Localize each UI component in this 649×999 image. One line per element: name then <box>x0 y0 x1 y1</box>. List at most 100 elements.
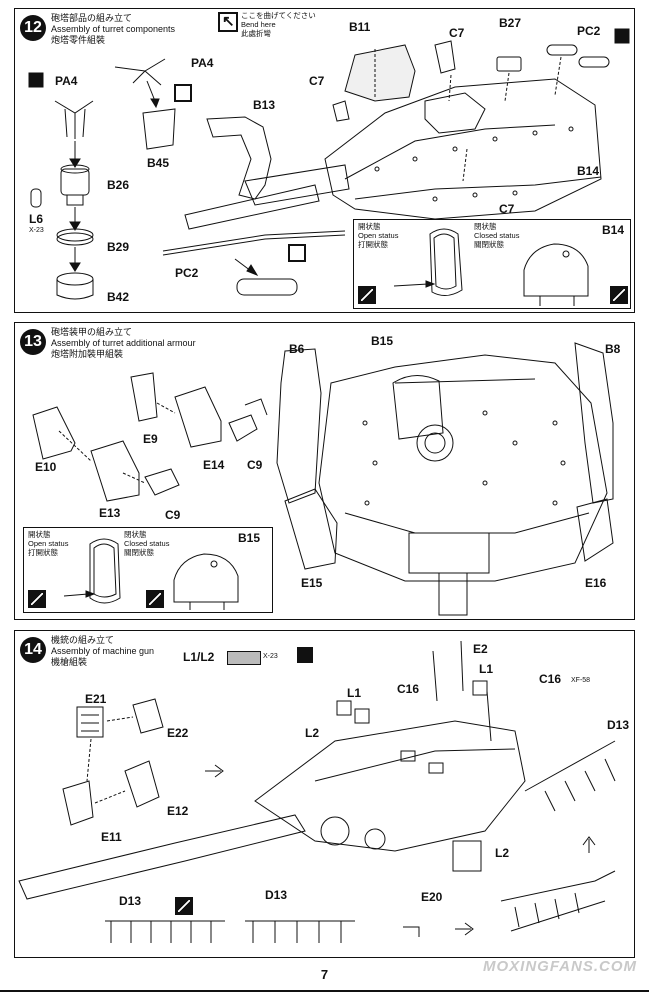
part-label-c9: C9 <box>247 458 263 472</box>
part-label-l1: L1 <box>479 662 494 676</box>
step-title-cn: 機槍組裝 <box>51 657 88 667</box>
part-label-l2: L2 <box>305 726 320 740</box>
paint-code: X-23 <box>29 227 44 234</box>
part-label-pa4: PA4 <box>191 56 214 70</box>
step-title: 砲塔部品の組み立て Assembly of turret components … <box>51 13 175 46</box>
part-label-b42: B42 <box>107 290 130 304</box>
step-title-jp: 砲塔部品の組み立て <box>51 13 133 23</box>
closed-status-label: 閉状態 Closed status 關閉狀態 <box>124 530 169 557</box>
part-label-e13: E13 <box>99 506 121 520</box>
part-label-b27: B27 <box>499 16 522 30</box>
step-title-jp: 機銃の組み立て <box>51 635 115 645</box>
step-title-en: Assembly of turret additional armour <box>51 338 196 348</box>
hatch-drawings <box>63 538 239 610</box>
part-label-e21: E21 <box>85 692 107 706</box>
part-label-e14: E14 <box>203 458 225 472</box>
part-label-b8: B8 <box>605 342 621 356</box>
step-number: 14 <box>20 637 46 663</box>
step-13-panel: 13 砲塔装甲の組み立て Assembly of turret addition… <box>14 322 635 620</box>
part-label-b6: B6 <box>289 342 305 356</box>
bend-note-jp: ここを曲げてください <box>241 11 316 20</box>
part-label-d13: D13 <box>265 888 288 902</box>
part-label-c7: C7 <box>309 74 325 88</box>
step-title-cn: 炮塔附加裝甲組裝 <box>51 349 124 359</box>
part-label-e20: E20 <box>421 890 443 904</box>
bend-note-en: Bend here <box>241 20 276 29</box>
part-label-c9: C9 <box>165 508 181 522</box>
part-label-b45: B45 <box>147 156 170 170</box>
open-status-en: Open status <box>358 231 399 240</box>
closed-status-cn: 關閉狀態 <box>124 548 154 557</box>
watermark: MOXINGFANS.COM <box>482 958 637 975</box>
closed-status-en: Closed status <box>124 539 170 548</box>
part-label-e10: E10 <box>35 460 57 474</box>
open-status-jp: 開状態 <box>28 530 51 539</box>
part-label-e11: E11 <box>101 830 122 844</box>
tool-icon <box>146 590 164 608</box>
part-label-e9: E9 <box>143 432 158 446</box>
paint-swatch <box>227 651 261 665</box>
step-number: 13 <box>20 329 46 355</box>
step-12-panel: 12 砲塔部品の組み立て Assembly of turret componen… <box>14 8 635 313</box>
tool-icon <box>610 286 628 304</box>
closed-status-jp: 閉状態 <box>474 222 497 231</box>
part-label-b15: B15 <box>371 334 394 348</box>
step-14-panel: 14 機銃の組み立て Assembly of machine gun 機槍組裝 … <box>14 630 635 958</box>
open-status-jp: 開状態 <box>358 222 381 231</box>
tool-icon <box>358 286 376 304</box>
step-title-en: Assembly of machine gun <box>51 646 155 656</box>
open-status-label: 開状態 Open status 打開狀態 <box>28 530 68 557</box>
step-number: 12 <box>20 15 46 41</box>
part-label-b15: B15 <box>238 531 261 545</box>
hatch-status-inset: 開状態 Open status 打開狀態 閉状態 Closed status 關… <box>23 527 273 613</box>
part-label-pc2: PC2 <box>175 266 199 280</box>
bend-note-cn: 此處折彎 <box>241 29 271 38</box>
closed-status-en: Closed status <box>474 231 520 240</box>
part-label-l2: L2 <box>495 846 510 860</box>
part-label-c16: C16 <box>539 672 562 686</box>
part-label-l1: L1 <box>347 686 362 700</box>
step-title-en: Assembly of turret components <box>51 24 176 34</box>
step-title: 機銃の組み立て Assembly of machine gun 機槍組裝 <box>51 635 154 668</box>
part-label-e22: E22 <box>167 726 189 740</box>
part-label-b26: B26 <box>107 178 130 192</box>
part-label-c16: C16 <box>397 682 420 696</box>
part-label-b13: B13 <box>253 98 276 112</box>
step-13-illustration <box>32 342 614 616</box>
paint-code: XF-58 <box>571 677 591 684</box>
bend-here-icon <box>218 12 238 32</box>
part-label-d13: D13 <box>607 718 630 732</box>
hatch-drawings <box>393 228 589 306</box>
part-label-b29: B29 <box>107 240 130 254</box>
step-title-jp: 砲塔装甲の組み立て <box>51 327 133 337</box>
part-label-c7: C7 <box>449 26 465 40</box>
part-label-pc2: PC2 <box>577 24 601 38</box>
part-label-e15: E15 <box>301 576 323 590</box>
tool-icon <box>28 590 46 608</box>
open-status-cn: 打開狀態 <box>358 240 388 249</box>
step-12-illustration <box>28 28 630 300</box>
part-label-pa4: PA4 <box>55 74 78 88</box>
bend-note: ここを曲げてください Bend here 此處折彎 <box>241 11 316 38</box>
part-label-l1-l2: L1/L2 <box>183 650 215 664</box>
tool-icon <box>175 897 193 915</box>
part-label-d13: D13 <box>119 894 142 908</box>
paint-code: X-23 <box>263 653 278 660</box>
part-label-c7: C7 <box>499 202 515 216</box>
open-status-label: 開状態 Open status 打開狀態 <box>358 222 398 249</box>
bottom-rule <box>0 990 649 992</box>
page-number: 7 <box>320 967 329 982</box>
open-status-cn: 打開狀態 <box>28 548 58 557</box>
part-label-b14: B14 <box>602 223 625 237</box>
part-label-l6: L6 <box>29 212 44 226</box>
step-title: 砲塔装甲の組み立て Assembly of turret additional … <box>51 327 196 360</box>
part-label-b11: B11 <box>349 20 371 34</box>
part-label-e16: E16 <box>585 576 607 590</box>
part-label-b14: B14 <box>577 164 600 178</box>
open-status-en: Open status <box>28 539 69 548</box>
part-label-e12: E12 <box>167 804 189 818</box>
step-14-illustration <box>18 640 616 943</box>
step-title-cn: 炮塔零件組裝 <box>51 35 106 45</box>
hatch-status-inset: 開状態 Open status 打開狀態 閉状態 Closed status 關… <box>353 219 631 309</box>
paint-brush-icon <box>297 647 313 663</box>
